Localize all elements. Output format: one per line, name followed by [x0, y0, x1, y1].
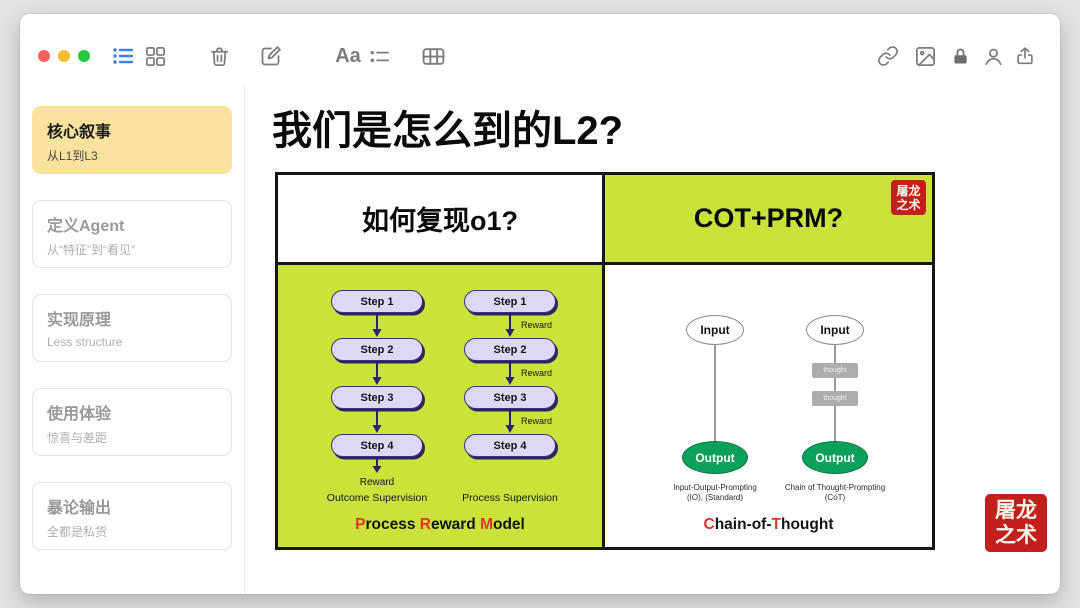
cot-output-node: Output [802, 441, 868, 474]
card-subtitle: 惊喜与差距 [47, 431, 108, 445]
caption-part: rocess [365, 516, 420, 533]
sidebar-item-experience[interactable]: 使用体验 惊喜与差距 [32, 388, 232, 456]
lock-icon[interactable] [947, 43, 973, 69]
card-title: 实现原理 [47, 312, 112, 329]
io-input-node: Input [686, 315, 744, 345]
flow-step: Step 2 [331, 338, 423, 361]
cot-input-node: Input [806, 315, 864, 345]
card-title: 暴论输出 [47, 500, 112, 517]
window-controls [38, 50, 90, 62]
flow-step: Step 3 [331, 386, 423, 409]
seal-stamp-large: 屠龙 之术 [985, 494, 1047, 552]
down-arrow-icon [371, 409, 383, 434]
reward-label: Reward [521, 320, 553, 330]
sidebar-item-define-agent[interactable]: 定义Agent 从“特征”到“看见” [32, 200, 232, 268]
process-supervision-flow: Step 1 Reward Step 2 Reward Step 3 Rewar… [464, 290, 556, 457]
card-title: 定义Agent [47, 218, 125, 235]
down-arrow-icon [371, 361, 383, 386]
seal-stamp-small: 屠龙 之术 [891, 180, 926, 215]
thought-node: thought [812, 363, 858, 378]
down-arrow-icon [371, 313, 383, 338]
trash-icon[interactable] [206, 43, 232, 69]
flow-step: Step 3 [464, 386, 556, 409]
flow-step: Step 1 [464, 290, 556, 313]
compose-icon[interactable] [258, 43, 284, 69]
outline-view-icon[interactable] [110, 43, 136, 69]
sidebar-item-implementation[interactable]: 实现原理 Less structure [32, 294, 232, 362]
cot-bottom-caption: Chain-of-Thought [605, 516, 932, 534]
connector-line [714, 344, 716, 442]
slide-diagram-image[interactable]: 如何复现o1? COT+PRM? 屠龙 之术 Step 1 Step 2 Ste… [275, 172, 935, 550]
reward-label: Reward [359, 477, 395, 488]
card-title: 核心叙事 [47, 124, 112, 141]
cot-caption-line2: (CoT) [824, 493, 846, 502]
card-subtitle: 全都是私货 [47, 525, 108, 539]
flow-step: Step 4 [464, 434, 556, 457]
reward-label: Reward [521, 416, 553, 426]
sidebar-item-core-narrative[interactable]: 核心叙事 从L1到L3 [32, 106, 232, 174]
caption-part: P [355, 516, 366, 533]
sidebar-item-output[interactable]: 暴论输出 全都是私货 [32, 482, 232, 550]
card-subtitle: Less structure [47, 335, 123, 349]
caption-part: odel [493, 516, 525, 533]
image-icon[interactable] [912, 43, 938, 69]
thought-node: thought [812, 391, 858, 406]
grid-view-icon[interactable] [142, 43, 168, 69]
card-subtitle: 从“特征”到“看见” [47, 243, 135, 257]
minimize-button[interactable] [58, 50, 70, 62]
left-panel-header-text: 如何复现o1? [361, 206, 518, 236]
caption-part: eward [430, 516, 481, 533]
zoom-button[interactable] [78, 50, 90, 62]
text-format-icon[interactable]: Aa [332, 43, 364, 69]
slide-title[interactable]: 我们是怎么到的L2? [272, 109, 624, 153]
prm-caption: Process Reward Model [278, 516, 602, 534]
stamp-line2: 之术 [896, 197, 921, 212]
list-style-icon[interactable] [366, 43, 392, 69]
caption-part: M [480, 516, 493, 533]
flow-step: Step 2 [464, 338, 556, 361]
outcome-supervision-flow: Step 1 Step 2 Step 3 Step 4 Reward [331, 290, 423, 488]
right-panel-header-text: COT+PRM? [693, 203, 844, 233]
share-icon[interactable] [1012, 43, 1038, 69]
caption-part: hain-of- [714, 516, 772, 533]
flow-step: Step 1 [331, 290, 423, 313]
left-panel-body: Step 1 Step 2 Step 3 Step 4 Reward Step … [278, 265, 605, 547]
io-caption-line1: Input-Output-Prompting [673, 483, 757, 492]
text-format-label: Aa [335, 44, 361, 67]
stamp-line1: 屠龙 [896, 183, 921, 198]
io-output-node: Output [682, 441, 748, 474]
caption-part: hought [780, 516, 834, 533]
down-arrow-icon: Reward [504, 361, 552, 386]
outcome-supervision-label: Outcome Supervision [326, 492, 428, 504]
stamp-line2: 之术 [995, 523, 1037, 547]
io-caption-line2: (IO), (Standard) [686, 493, 743, 502]
app-window: Aa [20, 14, 1060, 594]
card-subtitle: 从L1到L3 [47, 149, 98, 163]
toolbar: Aa [20, 14, 1060, 84]
down-arrow-icon: Reward [504, 313, 552, 338]
reward-label: Reward [521, 368, 553, 378]
card-title: 使用体验 [47, 406, 112, 423]
stamp-line1: 屠龙 [995, 498, 1037, 522]
caption-part: T [771, 516, 781, 533]
account-icon[interactable] [980, 43, 1006, 69]
close-button[interactable] [38, 50, 50, 62]
link-icon[interactable] [875, 43, 901, 69]
sidebar: 核心叙事 从L1到L3 定义Agent 从“特征”到“看见” 实现原理 Less… [20, 84, 245, 594]
right-panel-header: COT+PRM? 屠龙 之术 [605, 175, 932, 265]
cot-caption-line1: Chain of Thought-Prompting [784, 483, 886, 492]
left-panel-header: 如何复现o1? [278, 175, 605, 265]
caption-part: R [419, 516, 431, 533]
right-panel-body: Input Input thought thought Output Outpu… [605, 265, 932, 547]
cot-caption: Chain of Thought-Prompting (CoT) [765, 483, 905, 503]
process-supervision-label: Process Supervision [462, 492, 558, 504]
down-arrow-icon [371, 458, 383, 474]
table-icon[interactable] [420, 43, 446, 69]
caption-part: C [703, 516, 715, 533]
down-arrow-icon: Reward [504, 409, 552, 434]
flow-step: Step 4 [331, 434, 423, 457]
io-caption: Input-Output-Prompting (IO), (Standard) [645, 483, 785, 503]
slide-canvas: 我们是怎么到的L2? 如何复现o1? COT+PRM? 屠龙 之术 Step 1… [246, 84, 1060, 594]
